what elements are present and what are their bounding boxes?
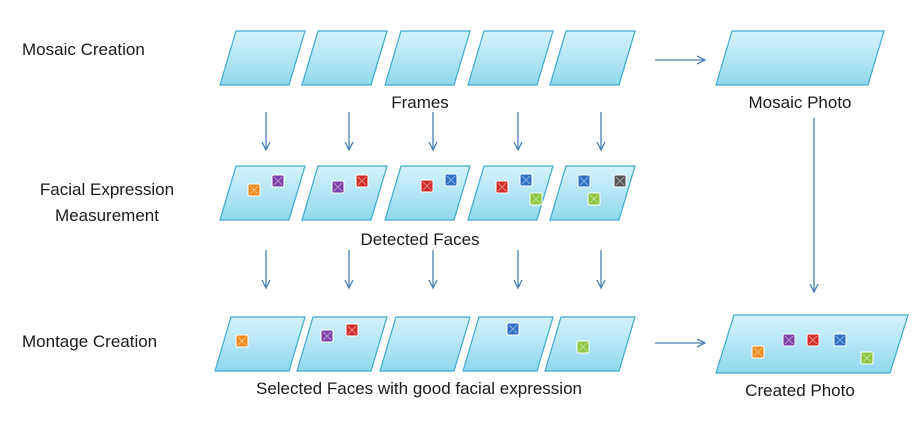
- detected-face-5-2-highlight: [615, 176, 625, 186]
- selected-face-1-1: [235, 334, 249, 348]
- selected-panel-2: [296, 316, 388, 372]
- row-label-mosaic-creation: Mosaic Creation: [22, 40, 145, 59]
- detected-face-2-1: [331, 180, 345, 194]
- caption-mosaic-photo: Mosaic Photo: [748, 93, 852, 112]
- created-face-4: [833, 333, 847, 347]
- detected-face-3-2: [444, 173, 458, 187]
- detected-face-2-2: [355, 174, 369, 188]
- detected-face-4-1: [495, 180, 509, 194]
- caption-selected-faces: Selected Faces with good facial expressi…: [255, 379, 582, 398]
- created-face-2-highlight: [784, 335, 794, 345]
- detected-face-3-1: [420, 179, 434, 193]
- selected-face-4-1: [506, 322, 520, 336]
- row-label-facial-line1: Facial Expression: [39, 180, 175, 199]
- frame-panel-4: [467, 30, 554, 86]
- created-face-5-highlight: [862, 353, 872, 363]
- detected-face-4-2-highlight: [521, 175, 531, 185]
- detected-face-4-3-highlight: [531, 194, 541, 204]
- created-face-3: [806, 333, 820, 347]
- detected-face-2-1-highlight: [333, 182, 343, 192]
- selected-face-2-1: [320, 329, 334, 343]
- detected-face-5-1-highlight: [579, 176, 589, 186]
- frame-panel-2: [301, 30, 388, 86]
- selected-face-5-1: [576, 340, 590, 354]
- detected-face-1-1-highlight: [249, 185, 259, 195]
- frame-panel-5: [549, 30, 636, 86]
- row-label-facial-line2: Measurement: [55, 206, 159, 225]
- detected-face-3-1-highlight: [422, 181, 432, 191]
- detected-face-3-2-highlight: [446, 175, 456, 185]
- detected-face-1-2-highlight: [273, 176, 283, 186]
- row-label-montage-creation: Montage Creation: [22, 332, 158, 351]
- selected-face-5-1-highlight: [578, 342, 588, 352]
- detected-panel-1: [219, 165, 306, 221]
- created-face-4-highlight: [835, 335, 845, 345]
- detected-face-5-3: [587, 192, 601, 206]
- created-face-3-highlight: [808, 335, 818, 345]
- row-label-facial-expression-measurement: Facial Expression Measurement: [22, 177, 192, 229]
- created-face-5: [860, 351, 874, 365]
- caption-created-photo: Created Photo: [745, 381, 855, 400]
- selected-face-2-2: [345, 323, 359, 337]
- detected-face-1-2: [271, 174, 285, 188]
- detected-face-5-1: [577, 174, 591, 188]
- detected-face-4-3: [529, 192, 543, 206]
- selected-face-2-1-highlight: [322, 331, 332, 341]
- selected-face-2-2-highlight: [347, 325, 357, 335]
- selected-panel-3: [379, 316, 471, 372]
- detected-face-2-2-highlight: [357, 176, 367, 186]
- caption-frames: Frames: [391, 93, 449, 112]
- detected-face-4-2: [519, 173, 533, 187]
- frame-panel-3: [384, 30, 471, 86]
- detected-panel-3: [384, 165, 471, 221]
- created-face-1-highlight: [753, 347, 763, 357]
- detected-face-1-1: [247, 183, 261, 197]
- selected-face-1-1-highlight: [237, 336, 247, 346]
- frame-panel-1: [219, 30, 306, 86]
- detected-face-4-1-highlight: [497, 182, 507, 192]
- selected-panel-5: [544, 316, 636, 372]
- selected-face-4-1-highlight: [508, 324, 518, 334]
- caption-detected-faces: Detected Faces: [360, 230, 480, 249]
- detected-panel-2: [301, 165, 388, 221]
- selected-panel-4: [462, 316, 554, 372]
- detected-face-5-2: [613, 174, 627, 188]
- mosaic-photo-panel: [715, 30, 885, 86]
- created-face-1: [751, 345, 765, 359]
- detected-face-5-3-highlight: [589, 194, 599, 204]
- created-face-2: [782, 333, 796, 347]
- selected-panel-1: [214, 316, 306, 372]
